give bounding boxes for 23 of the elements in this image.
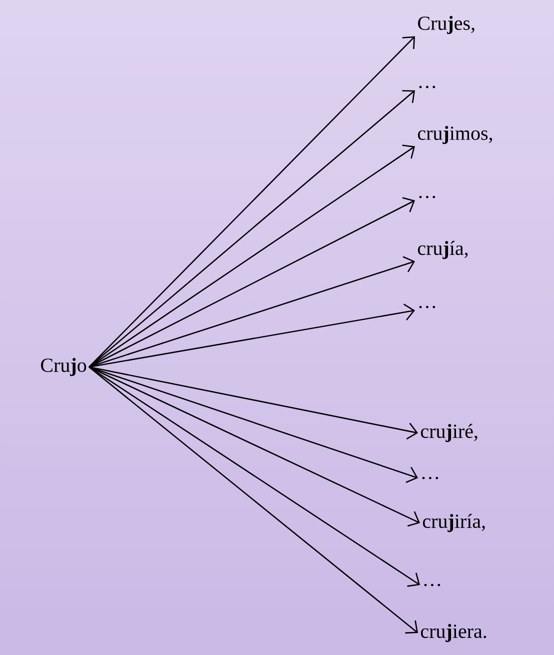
word-label: … — [424, 584, 440, 586]
arrow — [88, 366, 418, 483]
word-label: crujiré, — [420, 424, 478, 442]
word-label: crujiera. — [420, 624, 486, 642]
arrow — [88, 366, 420, 527]
arrow — [88, 256, 415, 368]
word-label: … — [419, 86, 436, 88]
arrow — [88, 366, 418, 634]
arrow — [88, 90, 415, 368]
word-label: crujiría, — [422, 514, 485, 532]
word-label: … — [419, 196, 436, 198]
arrow — [88, 144, 415, 368]
arrow — [88, 366, 420, 587]
word-label: Crujo — [41, 358, 86, 376]
arrow — [88, 304, 415, 368]
word-label: crujimos, — [418, 126, 492, 144]
word-label: Crujes, — [418, 16, 474, 34]
arrow — [88, 197, 415, 368]
word-label: … — [419, 306, 436, 308]
word-label: crujía, — [418, 240, 468, 260]
arrow — [88, 366, 418, 440]
word-label: … — [422, 476, 438, 480]
arrow — [88, 36, 415, 368]
